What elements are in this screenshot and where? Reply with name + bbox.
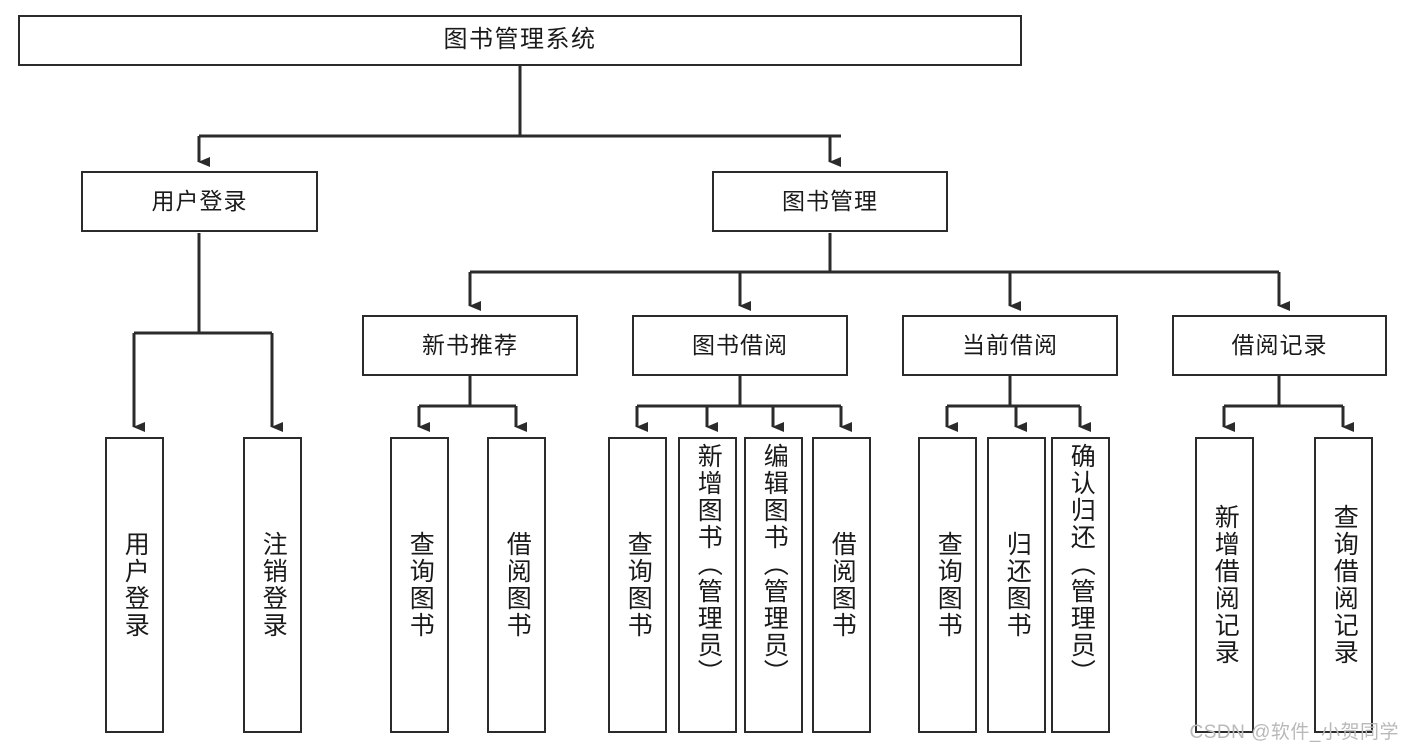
leaf-query-book-2[interactable]: 查询图书	[608, 437, 667, 733]
node-label: 图书管理	[782, 187, 878, 214]
leaf-confirm-return-admin[interactable]: 确认归还（管理员）	[1051, 437, 1110, 733]
node-label: 新增借阅记录	[1211, 504, 1240, 666]
node-label: 借阅图书	[503, 531, 532, 639]
node-book-manage[interactable]: 图书管理	[712, 171, 948, 232]
leaf-edit-book-admin[interactable]: 编辑图书（管理员）	[744, 437, 803, 733]
leaf-borrow-book-1[interactable]: 借阅图书	[487, 437, 546, 733]
node-label: 归还图书	[1003, 531, 1032, 639]
node-new-book-recommend[interactable]: 新书推荐	[362, 315, 578, 376]
leaf-borrow-book-2[interactable]: 借阅图书	[812, 437, 871, 733]
leaf-logout-login[interactable]: 注销登录	[243, 437, 302, 733]
node-borrow-record[interactable]: 借阅记录	[1172, 315, 1387, 376]
node-label: 查询图书	[934, 531, 963, 639]
node-current-borrow[interactable]: 当前借阅	[902, 315, 1118, 376]
node-label: 图书管理系统	[443, 26, 597, 54]
node-user-login[interactable]: 用户登录	[81, 171, 318, 232]
leaf-query-borrow-record[interactable]: 查询借阅记录	[1314, 437, 1373, 733]
node-label: 新增图书（管理员）	[694, 443, 723, 686]
node-label: 注销登录	[259, 531, 288, 639]
leaf-add-borrow-record[interactable]: 新增借阅记录	[1195, 437, 1254, 733]
leaf-add-book-admin[interactable]: 新增图书（管理员）	[678, 437, 737, 733]
node-label: 编辑图书（管理员）	[760, 443, 789, 686]
node-label: 借阅图书	[828, 531, 857, 639]
leaf-return-book[interactable]: 归还图书	[987, 437, 1046, 733]
node-label: 新书推荐	[422, 331, 518, 358]
node-label: 查询图书	[406, 531, 435, 639]
csdn-watermark: CSDN @软件_小贺同学	[1189, 722, 1399, 743]
node-label: 查询借阅记录	[1330, 504, 1359, 666]
leaf-user-login[interactable]: 用户登录	[105, 437, 164, 733]
node-label: 当前借阅	[962, 331, 1058, 358]
leaf-query-book-1[interactable]: 查询图书	[390, 437, 449, 733]
node-label: 用户登录	[121, 531, 150, 639]
node-label: 查询图书	[624, 531, 653, 639]
node-root-system[interactable]: 图书管理系统	[18, 15, 1022, 66]
node-label: 用户登录	[151, 187, 248, 214]
leaf-query-book-3[interactable]: 查询图书	[918, 437, 977, 733]
node-label: 借阅记录	[1231, 331, 1328, 358]
node-label: 图书借阅	[692, 331, 788, 358]
node-label: 确认归还（管理员）	[1067, 443, 1096, 686]
node-book-borrow[interactable]: 图书借阅	[632, 315, 848, 376]
